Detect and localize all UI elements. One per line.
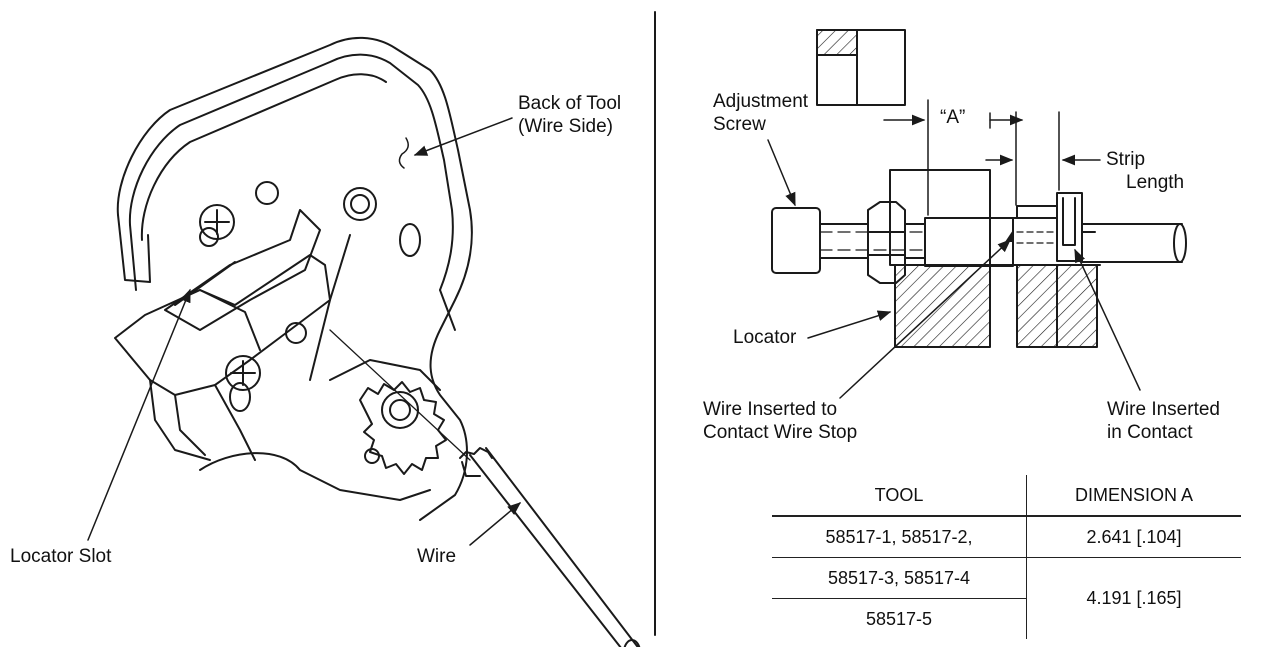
table-cell-tool: 58517-5: [865, 608, 933, 629]
label-adjustment-screw-line1: Adjustment: [713, 91, 809, 112]
label-wire-inserted-in-contact: Wire Inserted in Contact: [1107, 398, 1220, 444]
label-back-of-tool-line1: Back of Tool: [518, 93, 622, 114]
wire-leader: [469, 502, 522, 546]
back-of-tool-leader: [413, 117, 513, 156]
label-wire-inserted-to-stop-line2: Contact Wire Stop: [703, 422, 858, 443]
table-cell-dimension: 4.191 [.165]: [1026, 557, 1241, 639]
label-locator-slot-text: Locator Slot: [10, 546, 112, 567]
label-locator-text: Locator: [733, 327, 797, 348]
locator-slot-leader: [87, 288, 191, 541]
wire-stop-leader: [839, 239, 1011, 399]
label-strip-length-line2: Length: [1126, 172, 1185, 193]
label-adjustment-screw: Adjustment Screw: [713, 90, 808, 136]
label-back-of-tool: Back of Tool (Wire Side): [518, 92, 621, 138]
label-locator-slot: Locator Slot: [10, 545, 111, 568]
cross-section-illustration: [771, 29, 1187, 348]
crimp-tool-illustration: [114, 36, 641, 647]
label-wire-inserted-in-contact-line2: in Contact: [1107, 422, 1193, 443]
table-cell-tool: 58517-3, 58517-4: [772, 557, 1027, 599]
label-wire-text: Wire: [417, 546, 457, 567]
table-cell-dimension: 2.641 [.104]: [1026, 516, 1241, 558]
locator-leader: [807, 310, 892, 339]
table-row: 58517-1, 58517-2, 2.641 [.104]: [772, 516, 1241, 558]
label-wire: Wire: [417, 545, 456, 568]
label-back-of-tool-line2: (Wire Side): [518, 116, 614, 137]
table-header-tool: TOOL: [772, 475, 1027, 517]
label-wire-inserted-to-stop-line1: Wire Inserted to: [703, 399, 838, 420]
label-locator: Locator: [733, 326, 796, 349]
table-row: 58517-3, 58517-4 4.191 [.165]: [772, 557, 1241, 639]
table-header-dimension: DIMENSION A: [1026, 475, 1241, 517]
label-strip-length-line1: Strip: [1106, 149, 1146, 170]
label-strip-length: Strip Length: [1106, 148, 1184, 194]
label-wire-inserted-in-contact-line1: Wire Inserted: [1107, 399, 1220, 420]
label-dimension-a: “A”: [940, 106, 965, 129]
dimension-table: TOOL DIMENSION A 58517-1, 58517-2, 2.641…: [772, 475, 1241, 639]
label-adjustment-screw-line2: Screw: [713, 114, 766, 135]
label-dimension-a-text: “A”: [940, 107, 966, 128]
table-cell-tool: 58517-1, 58517-2,: [772, 516, 1027, 558]
table-header-row: TOOL DIMENSION A: [772, 475, 1241, 517]
wire-in-contact-leader: [1074, 248, 1141, 391]
adjustment-screw-leader: [767, 139, 796, 207]
table-row: 58517-5: [772, 599, 1241, 640]
label-wire-inserted-to-stop: Wire Inserted to Contact Wire Stop: [703, 398, 857, 444]
